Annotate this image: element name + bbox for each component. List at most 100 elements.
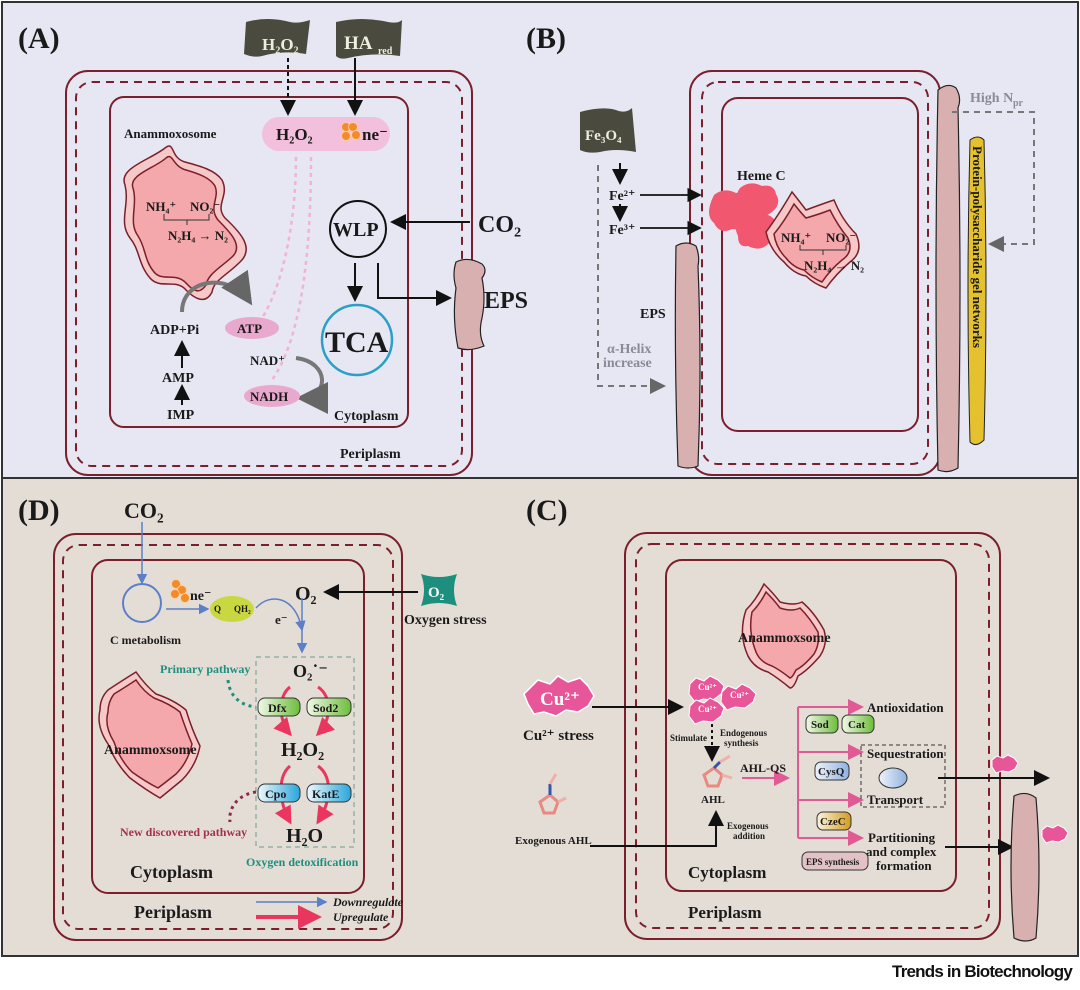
flag-h2o2-text: H₂O₂ xyxy=(262,35,299,54)
electron-beads-icon xyxy=(341,122,361,141)
exogenous-addition-label-2: addition xyxy=(733,831,765,841)
pool-ne: ne⁻ xyxy=(362,125,388,144)
anammoxosome-inner xyxy=(773,202,851,283)
adp-label: ADP+Pi xyxy=(150,323,199,338)
eps-blob xyxy=(453,258,486,351)
kate-label: KatE xyxy=(312,787,339,801)
panel-a: (A) H₂O₂ HA red H₂O₂ ne⁻ Anammoxosome NH… xyxy=(18,19,528,476)
cu-ion-cluster xyxy=(688,675,757,725)
antioxidation-label: Antioxidation xyxy=(867,700,944,715)
cu-ion-text-3: Cu²⁺ xyxy=(730,690,749,700)
superoxide-label: O₂˙⁻ xyxy=(293,661,328,681)
anammoxosome-label: Anammoxosome xyxy=(124,126,217,141)
fe2-label: Fe²⁺ xyxy=(609,189,635,204)
tca-label: TCA xyxy=(325,326,389,359)
detox-box xyxy=(255,656,355,848)
cpo-label: Cpo xyxy=(265,787,286,801)
eps-strand xyxy=(1010,792,1040,942)
ahl-qs-label: AHL-QS xyxy=(740,761,786,775)
oxygen-detox-label: Oxygen detoxification xyxy=(246,855,359,869)
exogenous-addition-arrow xyxy=(590,810,724,847)
cat-enzyme xyxy=(841,714,875,734)
cu-flag-text: Cu²⁺ xyxy=(540,689,580,710)
eps-label: EPS xyxy=(484,288,528,314)
fe3o4-flag xyxy=(580,108,636,153)
high-npr-label: High N xyxy=(970,91,1013,106)
periplasm-boundary xyxy=(635,543,990,929)
cu-stress-flag xyxy=(523,675,595,717)
cpo-enzyme xyxy=(257,783,301,803)
wlp-label: WLP xyxy=(333,219,379,241)
sequestration-label: Sequestration xyxy=(867,746,944,761)
cu-ion-text-2: Cu²⁺ xyxy=(698,704,717,714)
exogenous-ahl-label: Exogenous AHL xyxy=(515,835,592,847)
sequestration-transport-box xyxy=(860,744,946,808)
new-pathway-dotted xyxy=(228,790,257,823)
reaction-no2: NO₂⁻ xyxy=(190,199,220,214)
nadh-badge xyxy=(244,385,300,407)
dfx-enzyme xyxy=(257,697,301,717)
outer-membrane xyxy=(53,533,403,941)
nadh-label: NADH xyxy=(250,389,288,404)
reaction-bracket xyxy=(163,214,210,225)
cytoplasm-label: Cytoplasm xyxy=(130,862,213,882)
adp-to-atp-arrow xyxy=(180,269,253,313)
primary-pathway-label: Primary pathway xyxy=(160,662,250,676)
eps-strand-right xyxy=(935,84,961,473)
co2-label: CO₂ xyxy=(478,212,521,238)
sod-label: Sod xyxy=(811,719,829,731)
panel-c: (C) Cu²⁺ Cu²⁺ stress Cu²⁺ Cu²⁺ Cu²⁺ Stim… xyxy=(515,494,1069,942)
gel-network-label: Protein-polysaccharide gel networks xyxy=(970,146,985,348)
e-label: e⁻ xyxy=(275,612,288,627)
reaction-no2: NO₂⁻ xyxy=(826,230,856,245)
oxygen-stress-label: Oxygen stress xyxy=(404,613,487,628)
high-npr-dashed-arrow xyxy=(952,111,1035,252)
czec-enzyme xyxy=(816,811,852,831)
transport-label: Transport xyxy=(867,792,924,807)
atp-label: ATP xyxy=(237,321,262,336)
cytoplasm-label: Cytoplasm xyxy=(334,409,399,424)
nad-to-nadh-arrow xyxy=(295,356,329,414)
panel-a-label: (A) xyxy=(18,22,60,55)
imp-label: IMP xyxy=(167,408,195,423)
periplasm-label: Periplasm xyxy=(688,903,762,922)
periplasm-boundary xyxy=(701,81,929,465)
stimulate-label: Stimulate xyxy=(670,733,707,743)
reaction-nh4: NH₄⁺ xyxy=(781,230,811,245)
cysq-label: CysQ xyxy=(818,766,845,778)
ha-red-source-flag xyxy=(336,19,402,59)
cu-stress-label: Cu²⁺ stress xyxy=(523,728,594,744)
ahl-label: AHL xyxy=(701,794,725,806)
cu-ion-eps-bound-icon xyxy=(1041,824,1069,844)
exogenous-addition-label-1: Exogenous xyxy=(727,821,769,831)
partitioning-label-3: formation xyxy=(876,858,932,873)
cu-ion-text-1: Cu²⁺ xyxy=(698,682,717,692)
anammoxosome-inner xyxy=(106,678,193,789)
o2-label: O₂ xyxy=(295,583,317,605)
panel-b-label: (B) xyxy=(526,22,566,55)
sod2-enzyme xyxy=(306,697,352,717)
h2o2-label: H₂O₂ xyxy=(281,739,324,761)
anammoxosome-inner xyxy=(131,155,238,292)
anammoxsome-label: Anammoxsome xyxy=(104,743,197,758)
cytoplasm-label: Cytoplasm xyxy=(688,863,766,882)
anammoxosome-inner xyxy=(749,590,820,679)
sod2-label: Sod2 xyxy=(313,701,338,715)
wlp-cycle xyxy=(329,200,387,258)
tca-cycle xyxy=(320,303,394,377)
eps-strand-left xyxy=(674,242,701,469)
alpha-helix-dashed-arrow xyxy=(597,165,666,394)
ahl-molecule-icon xyxy=(702,754,733,788)
endogenous-label-2: synthesis xyxy=(724,738,759,748)
eps-label: EPS xyxy=(640,307,666,322)
journal-credit: Trends in Biotechnology xyxy=(892,962,1073,981)
primary-pathway-dotted xyxy=(226,679,257,709)
electron-beads-icon xyxy=(170,579,190,603)
czec-label: CzeC xyxy=(820,816,846,828)
nad-label: NAD⁺ xyxy=(250,353,285,368)
partitioning-label-1: Partitioning xyxy=(868,830,936,845)
flag-ha-text: HA xyxy=(344,33,373,54)
kate-enzyme xyxy=(306,783,352,803)
reaction-nh4: NH₄⁺ xyxy=(146,199,176,214)
